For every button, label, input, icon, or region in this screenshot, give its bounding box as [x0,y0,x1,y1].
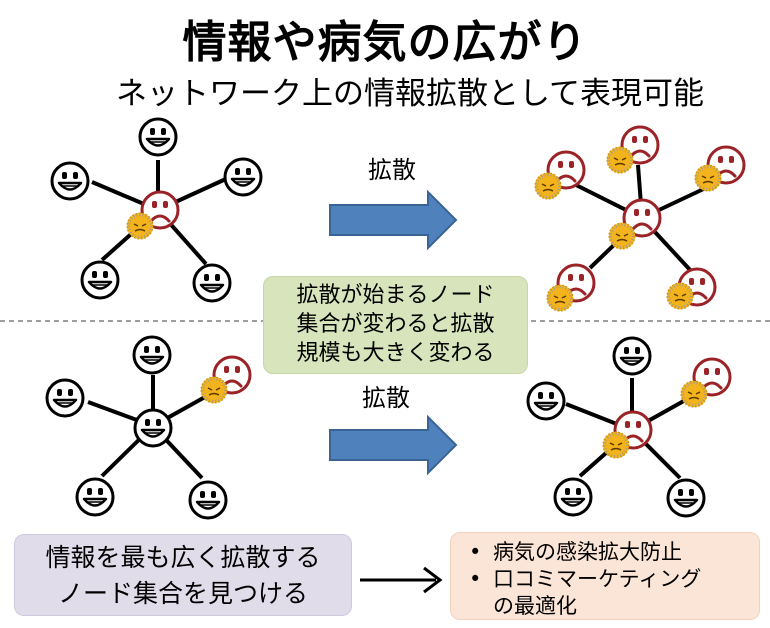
page-subtitle: ネットワーク上の情報拡散として表現可能 [115,76,705,112]
healthy-node [192,263,232,303]
application-item: 口コミマーケティング [469,566,759,593]
virus-icon [606,146,634,174]
healthy-node [612,336,652,376]
result-arrow [360,566,443,594]
healthy-node [50,161,90,201]
healthy-node [75,477,115,517]
spread-label: 拡散 [368,156,416,184]
note-line: 規模も大きく変わる [296,341,495,366]
healthy-node [223,157,263,197]
virus-icon [680,380,708,408]
spread-label: 拡散 [362,384,410,412]
goal-line: ノード集合を見つける [57,579,308,608]
virus-icon [546,284,574,312]
note-line: 拡散が始まるノード [296,283,495,308]
network-top-left [50,117,263,303]
virus-icon [608,222,636,250]
virus-icon [694,164,722,192]
healthy-node [80,260,120,300]
virus-icon [602,431,630,459]
application-item-continuation: の最適化 [493,594,577,618]
applications-list: 病気の感染拡大防止 口コミマーケティング [469,539,759,593]
virus-icon [534,172,562,200]
spread-arrow-bottom: 拡散 [329,384,458,476]
page-title: 情報や病気の広がり [182,17,588,68]
healthy-node [188,480,228,520]
healthy-node [133,408,173,448]
healthy-node [132,335,172,375]
virus-icon [666,282,694,310]
healthy-node [138,117,178,157]
note-line: 集合が変わると拡散 [296,312,495,337]
goal-line: 情報を最も広く拡散する [45,543,321,572]
note-box: 拡散が始まるノード 集合が変わると拡散 規模も大きく変わる [263,276,528,374]
application-item: 病気の感染拡大防止 [469,539,759,566]
spread-arrow-top: 拡散 [329,156,458,251]
healthy-node [526,381,566,421]
healthy-node [553,477,593,517]
network-top-right [534,125,746,312]
goal-box: 情報を最も広く拡散する ノード集合を見つける [14,534,352,616]
virus-icon [126,212,154,240]
healthy-node [666,478,706,518]
healthy-node [45,378,85,418]
virus-icon [200,376,228,404]
network-bottom-left [45,335,252,520]
applications-box: 病気の感染拡大防止 口コミマーケティング の最適化 [450,532,760,620]
network-bottom-right [526,336,732,518]
